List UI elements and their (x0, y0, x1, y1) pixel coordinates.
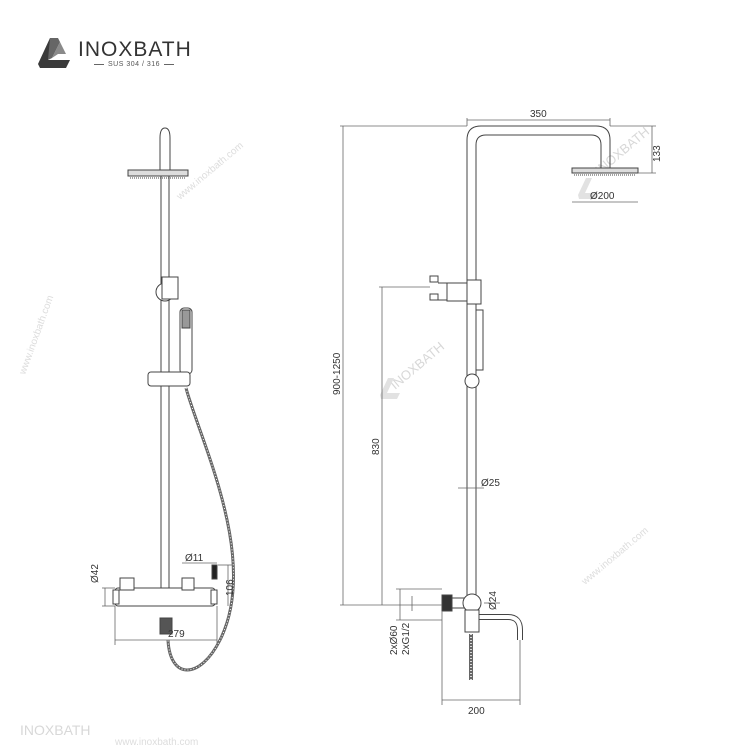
thermostatic-mixer (114, 587, 216, 607)
dim-label-spout-diameter: Ø24 (488, 591, 499, 610)
brand-subtitle: SUS 304 / 316 (90, 61, 178, 68)
wall-anchor-top (429, 275, 439, 283)
mixer-handle-right (181, 577, 195, 591)
dim-label-mixer-diameter: Ø42 (90, 564, 101, 583)
dim-label-pipe-diameter: Ø25 (481, 478, 500, 489)
spout-body (464, 609, 480, 633)
watermark-text-3: www.inoxbath.com (579, 525, 651, 588)
slide-joint-side (466, 279, 482, 305)
wall-connector (441, 594, 453, 612)
shower-head-front (127, 169, 189, 177)
dim-label-inlet-thread: 2xG1/2 (401, 622, 412, 655)
dim-label-head-height: 133 (652, 145, 663, 162)
shower-hose (166, 387, 236, 672)
hand-shower-face (181, 309, 191, 329)
wall-bracket (446, 282, 468, 302)
front-dimensions (102, 562, 232, 645)
dim-label-mixer-width: 279 (168, 629, 185, 640)
watermark-logo-icon (380, 378, 400, 399)
overhead-arm-outer (466, 125, 611, 600)
brand-header: INOXBATH SUS 304 / 316 (36, 34, 196, 74)
dim-label-bar-height: 830 (371, 438, 382, 455)
overhead-arm-inner (475, 134, 602, 600)
handle-lever (211, 564, 218, 580)
bath-spout-highlight (478, 615, 522, 640)
mixer-side-body (462, 593, 482, 613)
bath-spout (478, 614, 523, 640)
mixer-end-cap-right (210, 589, 218, 605)
dim-label-cover-diameter: 2xØ60 (389, 625, 400, 655)
dim-label-handle-height: 106 (225, 579, 236, 596)
shower-head-side (571, 167, 639, 174)
inoxbath-logo-icon (38, 38, 70, 68)
dim-label-head-diameter: Ø200 (590, 191, 615, 202)
wall-anchor-bottom (429, 293, 439, 301)
side-dimensions (340, 118, 656, 705)
dim-label-handle-diameter: Ø11 (185, 553, 204, 564)
mixer-end-cap-left (112, 589, 120, 605)
shower-hose-texture (167, 387, 235, 671)
watermark-text-2: www.inoxbath.com (17, 294, 56, 377)
front-view (112, 127, 236, 672)
side-view (429, 125, 639, 680)
spout-outlet (159, 617, 173, 635)
dim-label-spout-length: 200 (468, 706, 485, 717)
mixer-handle-left (119, 577, 135, 591)
hand-shower-side (475, 309, 484, 371)
bracket-joint (161, 276, 179, 300)
slider-knob-side (464, 373, 480, 389)
dim-label-total-height: 900-1250 (332, 352, 343, 395)
watermark-text-4: www.inoxbath.com (114, 737, 198, 748)
watermark-group: www.inoxbath.com www.inoxbath.com www.in… (17, 124, 652, 748)
dim-label-arm-length: 350 (530, 109, 547, 120)
watermark-brand-center: INOXBATH (387, 339, 447, 393)
brand-name: INOXBATH (78, 38, 192, 61)
riser-top-bend (159, 127, 171, 175)
watermark-brand-bottom-left: INOXBATH (20, 722, 91, 738)
watermark-logo-icon-2 (578, 178, 598, 199)
slider-bracket (147, 371, 191, 387)
